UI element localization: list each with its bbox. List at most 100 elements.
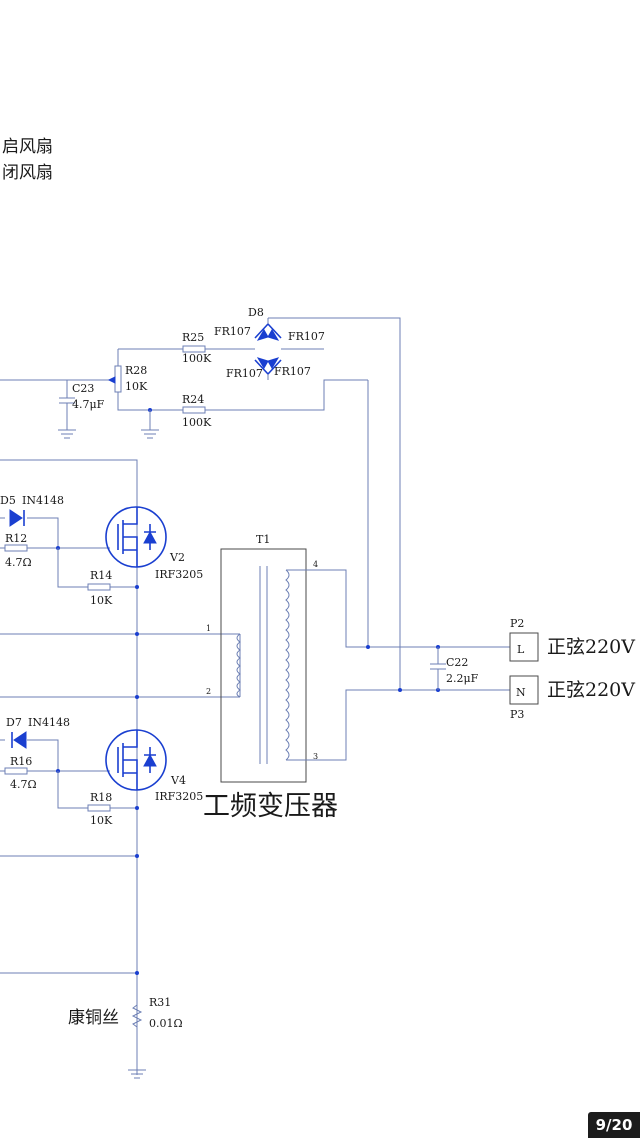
r31-note: 康铜丝 [68,1008,119,1028]
ground-r24 [141,410,159,439]
r25-value: 100K [182,352,212,365]
c23-ref: C23 [72,382,94,395]
r18-ref: R18 [90,791,112,804]
p3-ref: P3 [510,708,524,721]
notes: 启风扇 闭风扇 [2,137,53,183]
r28-wiper-icon [107,376,116,384]
t1-pin-2: 2 [206,687,211,696]
t1-body [220,548,307,783]
resistor-r25 [182,345,206,353]
wire-d8-top [268,317,401,690]
t1-ref: T1 [256,533,270,546]
r12-value: 4.7Ω [5,556,32,569]
resistor-r28 [114,365,122,393]
transformer-t1: T1 1 2 3 4 工频变压器 [203,533,510,822]
wire-d7 [0,739,59,771]
c22-value: 2.2μF [446,672,479,685]
mosfet-v4-icon [105,729,167,791]
r31-value: 0.01Ω [149,1017,183,1030]
r14-value: 10K [90,594,113,607]
ground-c23 [58,429,76,439]
c22-ref: C22 [446,656,468,669]
d8-label-3: FR107 [226,367,263,380]
t1-pin-3: 3 [313,752,318,761]
junction [398,688,402,692]
wire-d5 [0,517,59,548]
wire-r28 [117,349,150,411]
wire-r18 [57,771,137,809]
resistor-r14 [87,583,111,591]
diode-icon [267,329,280,341]
wire-secondary-top [286,569,510,648]
c23-value: 4.7μF [72,398,105,411]
r24-ref: R24 [182,393,204,406]
r18-value: 10K [90,814,113,827]
p2-pin: L [517,643,525,656]
note-fan-on: 启风扇 [2,137,53,157]
d7-value: IN4148 [28,716,70,729]
resistor-r31 [131,1004,143,1028]
diode-d5-icon [9,509,23,527]
r25-ref: R25 [182,331,204,344]
d8-label-4: FR107 [274,365,311,378]
t1-primary-coil [236,633,241,698]
junction [135,585,139,589]
junction [135,632,139,636]
resistor-r24 [182,406,206,414]
r24-value: 100K [182,416,212,429]
bridge-rectifier-d8 [254,323,282,375]
capacitor-c22 [430,647,446,690]
upper-driver: D5 IN4148 R12 4.7Ω R14 10K V2 IRF3205 [0,494,203,607]
junction [135,806,139,810]
diode-d7-icon [13,731,27,749]
feedback-section: C23 4.7μF R28 10K R25 100K R24 100K D8 [0,306,401,690]
current-sense: R31 0.01Ω 康铜丝 [68,996,183,1079]
connector-p2 [509,632,539,662]
connector-p3 [509,675,539,705]
t1-secondary-coil [285,569,290,761]
mosfet-v2-icon [105,506,167,568]
d8-label-1: FR107 [214,325,251,338]
resistor-r18 [87,804,111,812]
lower-driver: D7 IN4148 R16 4.7Ω R18 10K V4 IRF3205 [0,716,203,827]
v4-ref: V4 [170,774,186,787]
output-section: C22 2.2μF L P2 正弦220V N P3 正弦220V [366,617,635,721]
r12-ref: R12 [5,532,27,545]
t1-caption: 工频变压器 [203,791,338,822]
junction [366,645,370,649]
d5-ref: D5 [0,494,16,507]
capacitor-c23 [59,380,75,430]
d8-ref: D8 [248,306,264,319]
resistor-r12 [4,544,28,552]
t1-pin-4: 4 [313,560,318,569]
wire-secondary-bottom [286,689,510,761]
wire-r24 [150,379,368,411]
p2-ref: P2 [510,617,524,630]
r28-ref: R28 [125,364,147,377]
diode-icon [256,357,269,369]
d5-value: IN4148 [22,494,64,507]
junction [135,971,139,975]
note-fan-off: 闭风扇 [2,163,53,183]
r28-value: 10K [125,380,148,393]
diode-icon [267,357,280,369]
junction [135,695,139,699]
v2-ref: V2 [169,551,185,564]
t1-pin-1: 1 [206,624,211,633]
page-indicator: 9/20 [588,1112,640,1138]
resistor-r16 [4,767,28,775]
r16-ref: R16 [10,755,32,768]
junction [135,854,139,858]
r31-ref: R31 [149,996,171,1009]
r16-value: 4.7Ω [10,778,37,791]
r14-ref: R14 [90,569,112,582]
wire-r14 [57,548,137,588]
diode-icon [256,329,269,341]
t1-core [259,566,268,764]
p3-label: 正弦220V [547,679,635,701]
p2-label: 正弦220V [547,636,635,658]
ground-r31 [128,1069,146,1079]
d7-ref: D7 [6,716,22,729]
p3-pin: N [516,686,526,699]
